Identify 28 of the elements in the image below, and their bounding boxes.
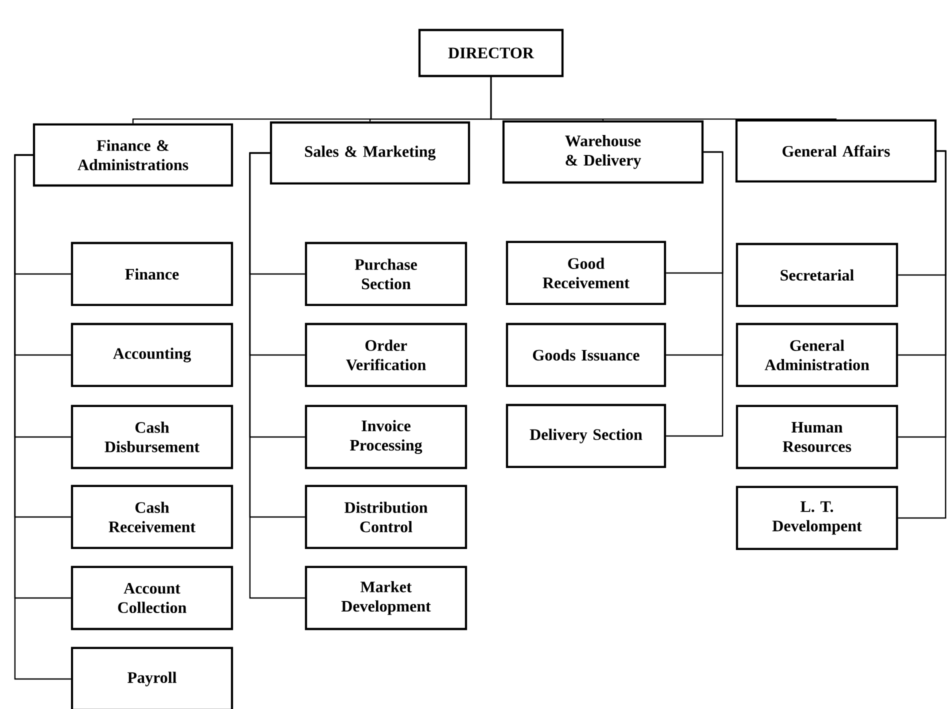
org-box: Finance & Administrations	[32, 123, 234, 187]
org-box: Distribution Control	[304, 484, 468, 550]
org-box: Accounting	[70, 322, 234, 388]
connector-line	[249, 152, 305, 599]
org-box: Payroll	[70, 646, 234, 709]
connector-line	[490, 77, 837, 120]
connector-line	[14, 154, 71, 680]
org-box: Delivery Section	[506, 404, 666, 468]
org-box: Good Receivement	[506, 240, 666, 306]
org-box: General Affairs	[735, 119, 937, 183]
org-box: Finance	[70, 242, 234, 306]
org-box: General Administration	[736, 322, 898, 388]
org-box: DIRECTOR	[418, 28, 564, 78]
org-box: Goods Issuance	[506, 322, 666, 388]
org-box: Secretarial	[736, 242, 898, 308]
org-box: Market Development	[304, 566, 468, 630]
org-box: Human Resources	[736, 404, 898, 470]
org-box: Account Collection	[70, 566, 234, 630]
org-box: Sales & Marketing	[270, 121, 470, 185]
connector-line	[666, 151, 724, 437]
org-box: Order Verification	[304, 322, 468, 388]
connector-line	[898, 150, 946, 519]
org-box: Cash Disbursement	[70, 404, 234, 470]
org-box: Warehouse & Delivery	[502, 120, 704, 184]
org-box: Purchase Section	[304, 242, 468, 306]
org-box: L. T. Develompent	[736, 486, 898, 550]
org-box: Cash Receivement	[70, 484, 234, 550]
org-box: Invoice Processing	[304, 404, 468, 470]
